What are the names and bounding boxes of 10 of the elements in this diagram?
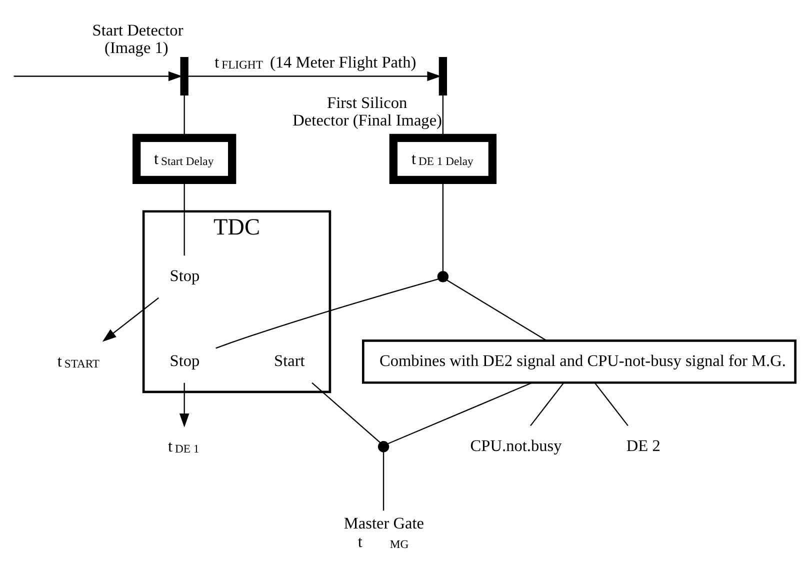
node-text: tSTART (57, 351, 100, 370)
node-text: Stop (170, 265, 200, 284)
node-text: CPU.not.busy (470, 435, 562, 454)
node-text: Stop (170, 350, 200, 370)
edge-label: tFLIGHT (14 Meter Flight Path) (214, 52, 416, 72)
node-label: First Silicon Detector (Final Image) (292, 92, 442, 129)
node-text: DE 2 (626, 435, 660, 454)
node-text: tDE 1 (168, 436, 200, 456)
node-text: Start (274, 350, 305, 370)
node-label: Start Detector (Image 1) (92, 20, 184, 57)
